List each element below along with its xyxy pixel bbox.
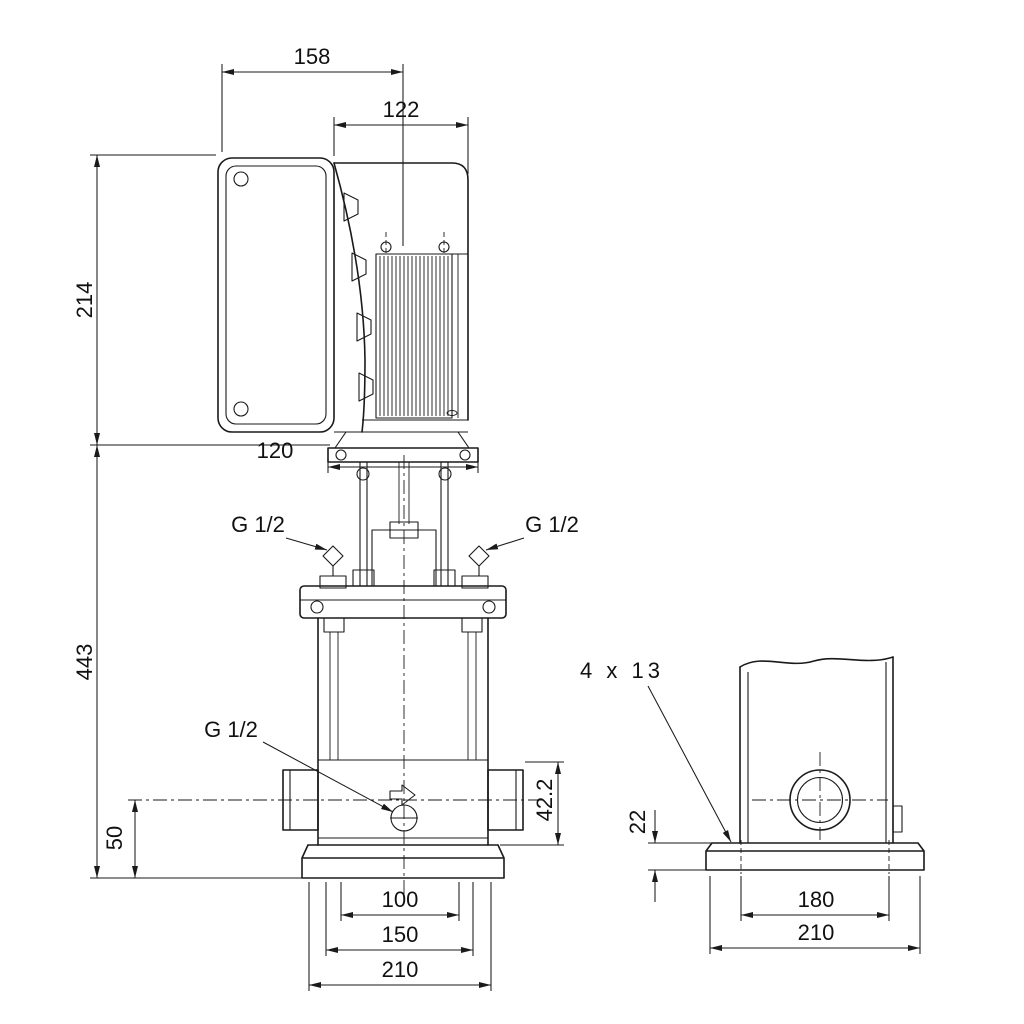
ext-120 xyxy=(327,459,479,473)
dim-180-label: 180 xyxy=(798,887,835,912)
stool-slants xyxy=(334,431,470,449)
centerlines xyxy=(128,455,888,905)
dim-22-label: 22 xyxy=(625,810,650,834)
dim-210-side-label: 210 xyxy=(798,920,835,945)
port-fitting-right xyxy=(468,545,490,576)
leader-g12-drain xyxy=(262,741,394,813)
bolt-icon xyxy=(335,449,347,461)
side-body-outline xyxy=(739,656,894,844)
staybolts xyxy=(329,632,477,760)
base-side xyxy=(705,842,925,871)
dim-443-label: 443 xyxy=(72,644,97,681)
dimension-labels: 158 122 214 443 120 G 1/2 G 1/2 G 1/2 50… xyxy=(72,44,834,982)
nut-icon xyxy=(323,617,345,633)
bolt-hole-centerlines xyxy=(740,840,890,874)
front-view-coupling xyxy=(299,462,507,619)
bolt-icon xyxy=(459,449,471,461)
fin-hatch xyxy=(379,256,449,416)
sleeve-outline xyxy=(317,617,489,846)
dim-120-label: 120 xyxy=(257,438,294,463)
clip-icon xyxy=(356,312,372,342)
cover-seam xyxy=(333,162,366,433)
drain-port-label: G 1/2 xyxy=(204,717,258,742)
ext-base-front xyxy=(308,882,492,991)
port-boss-right xyxy=(461,575,489,589)
bolt-centerlines xyxy=(385,232,445,254)
front-view-base xyxy=(301,844,505,879)
control-box xyxy=(217,157,335,433)
dim-150-label: 150 xyxy=(382,922,419,947)
motor-body-lines xyxy=(452,253,468,418)
dim-50-label: 50 xyxy=(102,826,127,850)
port-fitting-left xyxy=(322,545,344,576)
dim-4x13-label: 4 x 13 xyxy=(580,658,664,683)
nut-icon xyxy=(433,569,456,587)
leader-g12-left xyxy=(285,537,328,551)
dim-100-label: 100 xyxy=(382,887,419,912)
ext-158 xyxy=(221,64,404,246)
port-boss-left xyxy=(319,575,347,589)
motor-bottom xyxy=(334,419,468,433)
ext-122 xyxy=(333,117,469,174)
bolt-icon xyxy=(482,600,496,614)
motor-cover xyxy=(333,162,469,421)
side-body-inner xyxy=(747,662,887,843)
nut-icon xyxy=(461,617,483,633)
side-view xyxy=(705,656,925,874)
clip-icon xyxy=(358,372,374,402)
control-box-inner xyxy=(225,165,327,425)
fin-block xyxy=(375,253,453,419)
stool-flange xyxy=(327,447,479,463)
screw-icon xyxy=(233,171,249,187)
nut-icon xyxy=(352,569,375,587)
front-view-motor xyxy=(217,157,479,463)
clip-icon xyxy=(351,252,367,282)
break-line xyxy=(739,656,894,668)
ext-22 xyxy=(648,842,712,871)
shaft-lines xyxy=(398,462,410,524)
front-view-pump xyxy=(282,617,524,846)
flow-arrow-icon xyxy=(389,784,416,806)
dim-214-label: 214 xyxy=(72,282,97,319)
ext-214-443 xyxy=(90,154,330,879)
bolt-icon xyxy=(310,600,324,614)
dim-122-label: 122 xyxy=(383,97,420,122)
clip-icon xyxy=(343,192,359,222)
dim-210-front-label: 210 xyxy=(382,957,419,982)
head-flange xyxy=(299,585,507,619)
ext-base-side xyxy=(709,876,921,954)
port-left-label: G 1/2 xyxy=(231,512,285,537)
leader-g12-right xyxy=(485,537,525,551)
leader-4x13 xyxy=(647,685,732,843)
coupling-guards xyxy=(359,462,449,586)
dim-158-label: 158 xyxy=(294,44,331,69)
chamber-lines xyxy=(318,759,488,839)
dimensions xyxy=(90,64,921,991)
port-right-label: G 1/2 xyxy=(525,512,579,537)
clamp-tab xyxy=(892,805,903,833)
screw-icon xyxy=(233,401,249,417)
nameplate-screw-icon xyxy=(446,410,458,416)
base-front xyxy=(301,844,505,879)
dim-42-2-label: 42.2 xyxy=(532,779,557,822)
